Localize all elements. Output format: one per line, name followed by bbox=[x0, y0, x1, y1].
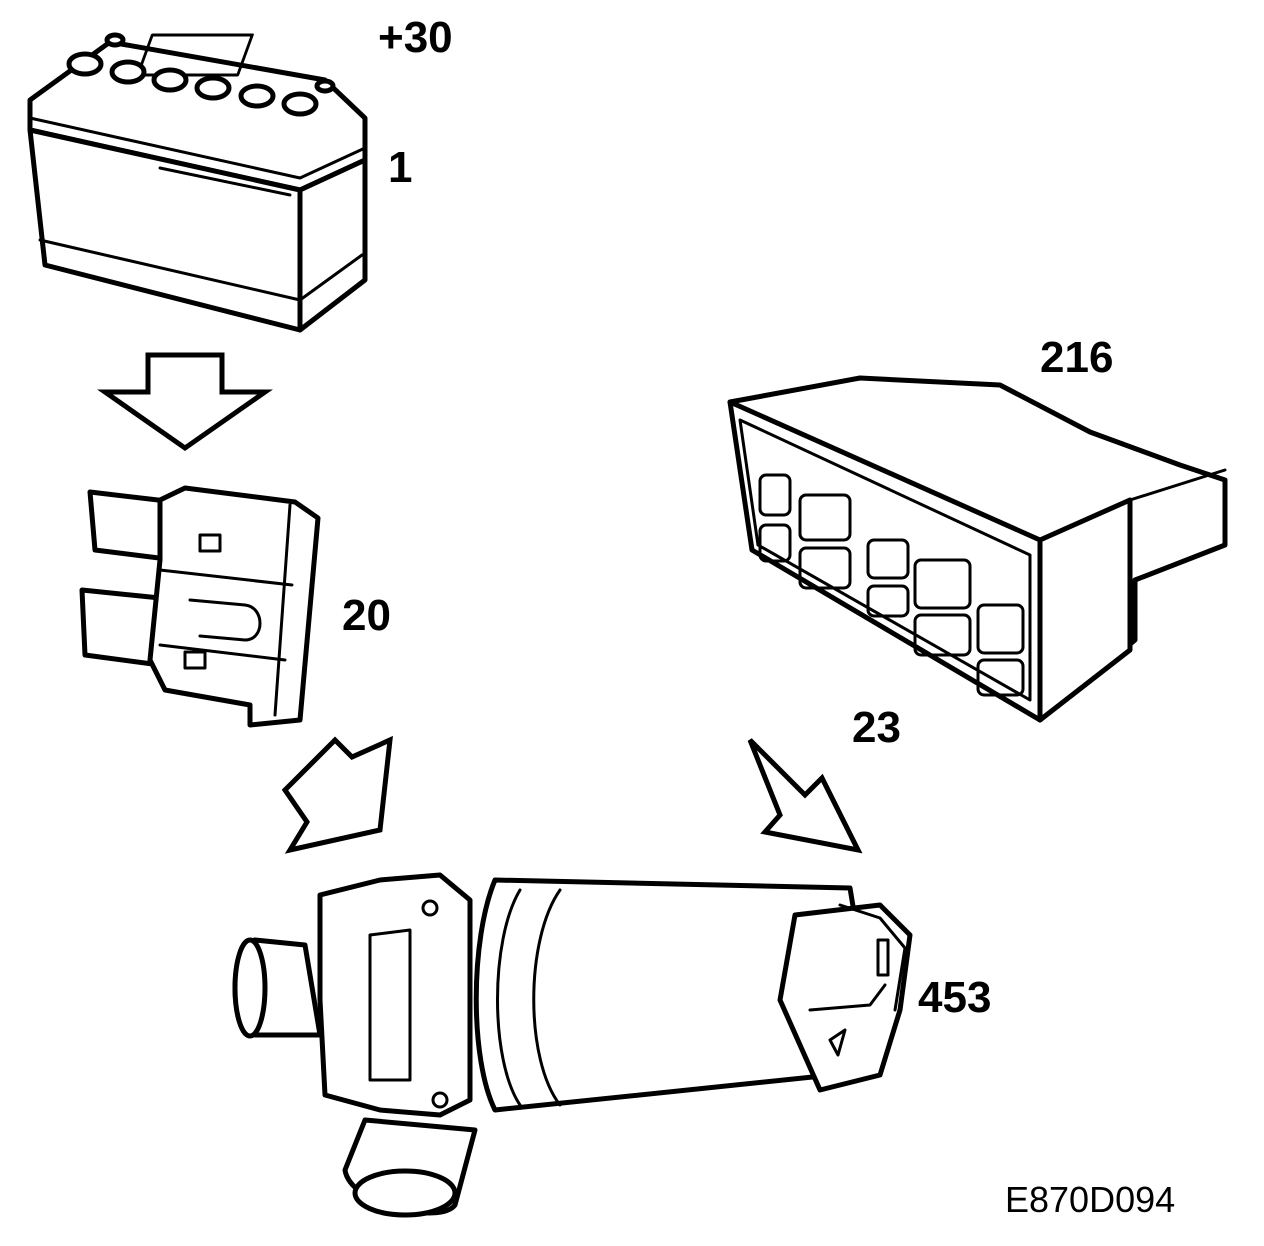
figure-code: E870D094 bbox=[1005, 1179, 1175, 1220]
label-fuse: 20 bbox=[342, 591, 391, 640]
label-connection: 23 bbox=[852, 703, 901, 752]
label-battery-terminal: +30 bbox=[378, 13, 453, 62]
label-battery: 1 bbox=[388, 143, 412, 192]
pump-illustration bbox=[232, 872, 913, 1218]
arrow-module-to-pump bbox=[747, 738, 863, 854]
arrow-battery-to-fuse bbox=[97, 352, 273, 452]
fuse-illustration bbox=[79, 485, 321, 728]
battery-illustration bbox=[27, 32, 368, 333]
control-module-illustration bbox=[727, 375, 1228, 723]
arrow-fuse-to-pump bbox=[281, 735, 393, 854]
label-pump: 453 bbox=[918, 973, 991, 1022]
label-control-module: 216 bbox=[1040, 333, 1113, 382]
